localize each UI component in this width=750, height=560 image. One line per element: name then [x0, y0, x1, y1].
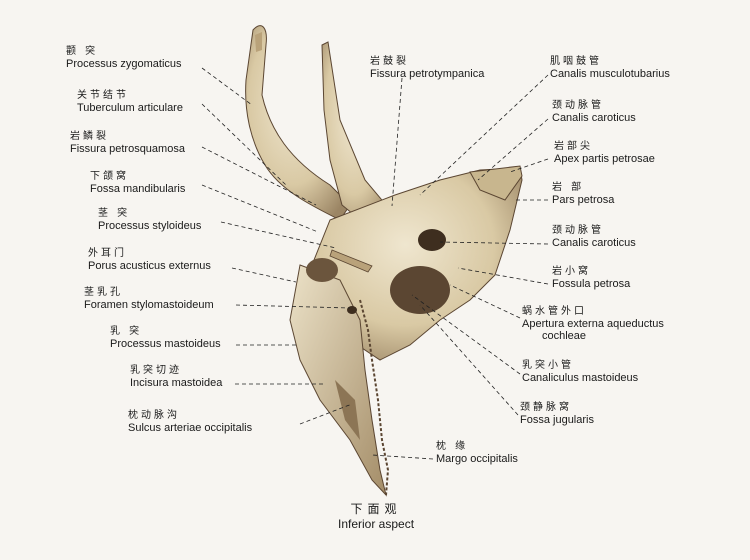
zygomatic-process	[245, 25, 351, 221]
label-margo-occipitalis: 枕 缘 Margo occipitalis	[436, 441, 518, 465]
label-fossula-petrosa: 岩小窝 Fossula petrosa	[552, 266, 631, 290]
label-canalis-caroticus-1: 颈动脉管 Canalis caroticus	[552, 100, 636, 124]
occipital-groove-shape	[335, 380, 360, 440]
label-incisura-mastoidea: 乳突切迹 Incisura mastoidea	[130, 365, 223, 389]
label-apertura-externa: 蜗水管外口 Apertura externa aqueductus cochle…	[522, 306, 664, 342]
stylomastoid-shape	[347, 306, 357, 314]
label-apex-partis-petrosae: 岩部尖 Apex partis petrosae	[554, 141, 655, 165]
label-processus-styloideus: 茎 突 Processus styloideus	[98, 208, 202, 232]
label-fissura-petrosquamosa: 岩鳞裂 Fissura petrosquamosa	[70, 131, 185, 155]
figure-caption: 下面观 Inferior aspect	[338, 500, 414, 531]
label-processus-zygomaticus: 颧 突 Processus zygomaticus	[66, 46, 182, 70]
label-canalis-musculotubarius: 肌咽鼓管 Canalis musculotubarius	[550, 56, 670, 80]
occipital-margin	[359, 299, 390, 496]
label-fossa-jugularis: 颈静脉窝 Fossa jugularis	[520, 402, 594, 426]
label-fissura-petrotympanica: 岩鼓裂 Fissura petrotympanica	[370, 56, 485, 80]
carotid-canal-shape	[418, 229, 446, 251]
jugular-fossa-shape	[390, 266, 450, 314]
label-foramen-stylomastoideum: 茎乳孔 Foramen stylomastoideum	[84, 287, 214, 311]
label-fossa-mandibularis: 下颌窝 Fossa mandibularis	[90, 171, 186, 195]
caption-chinese: 下面观	[350, 502, 402, 516]
styloid-shape	[329, 249, 373, 273]
label-tuberculum-articulare: 关节结节 Tuberculum articulare	[77, 90, 183, 114]
label-porus-acusticus-externus: 外耳门 Porus acusticus externus	[88, 248, 211, 272]
porus-shape	[306, 258, 338, 282]
label-pars-petrosa: 岩 部 Pars petrosa	[552, 182, 615, 206]
caption-latin: Inferior aspect	[338, 517, 415, 531]
zygomatic-tip-texture	[255, 32, 262, 52]
label-canaliculus-mastoideus: 乳突小管 Canaliculus mastoideus	[522, 360, 639, 384]
label-processus-mastoideus: 乳 突 Processus mastoideus	[110, 326, 221, 350]
petrous-apex	[469, 165, 523, 201]
label-sulcus-arteriae-occipitalis: 枕动脉沟 Sulcus arteriae occipitalis	[128, 410, 253, 434]
leader-lines	[201, 67, 549, 460]
label-canalis-caroticus-2: 颈动脉管 Canalis caroticus	[552, 225, 636, 249]
